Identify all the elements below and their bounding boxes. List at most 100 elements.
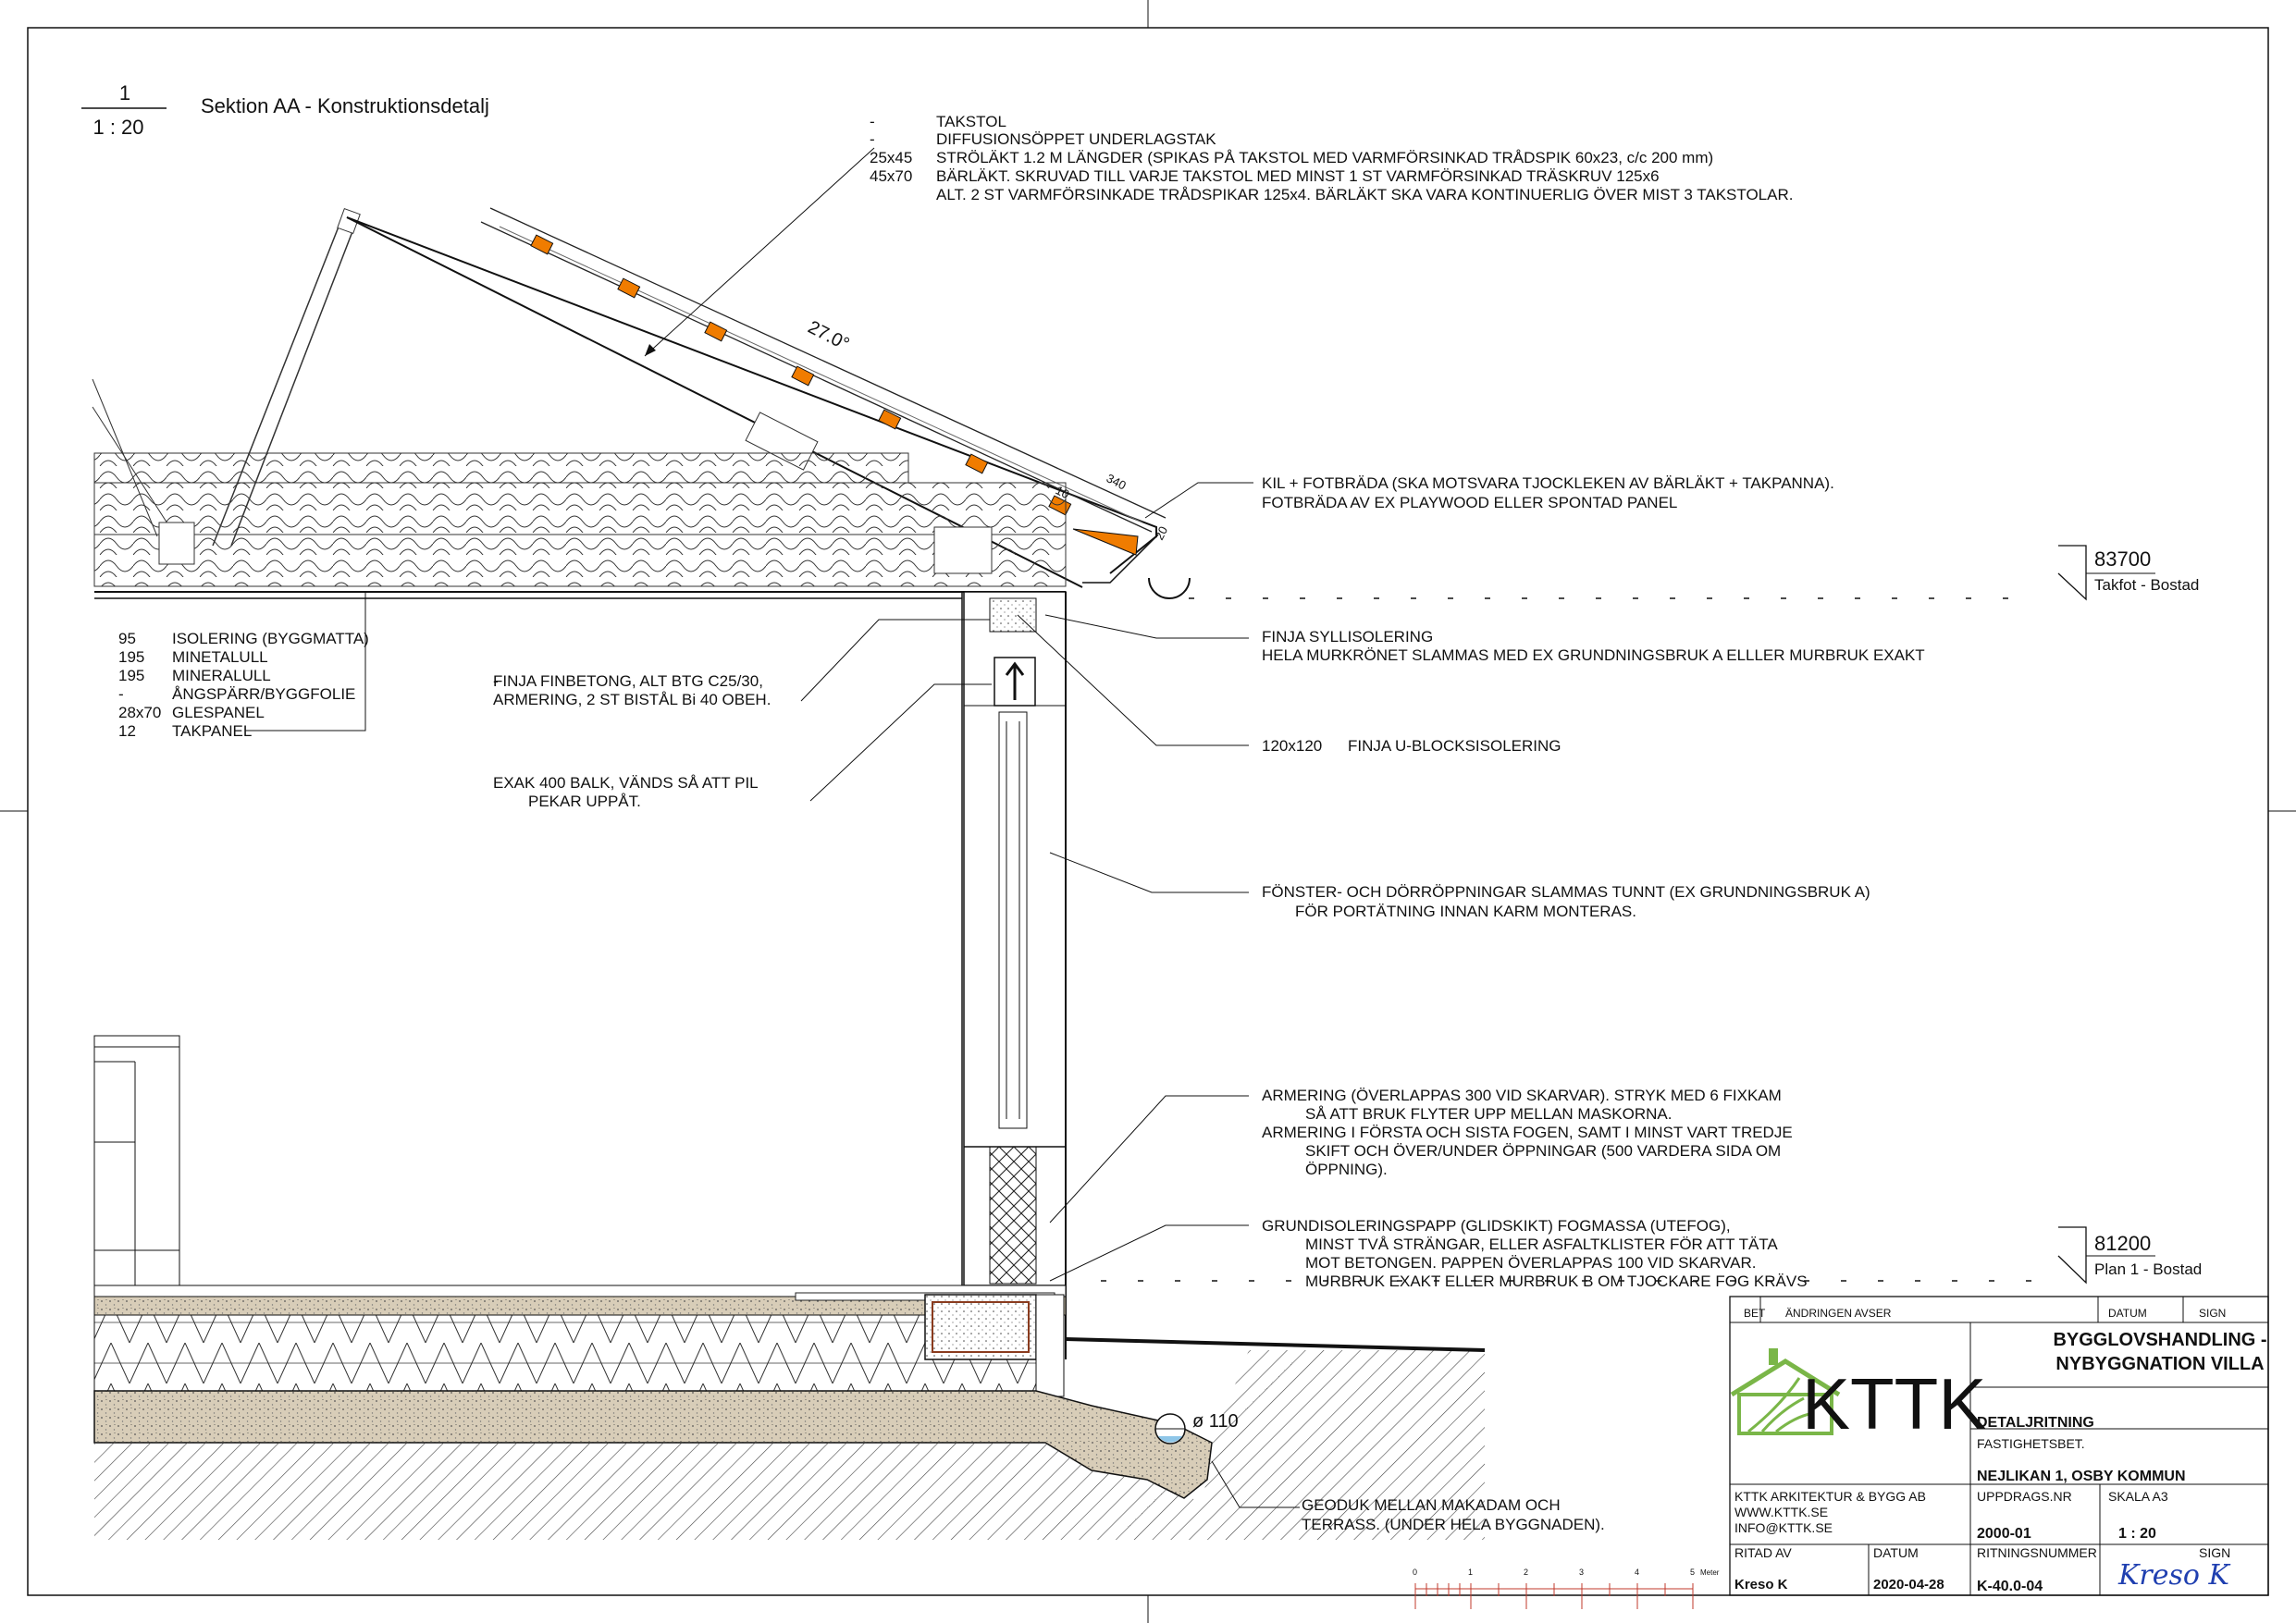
dim-10: 10	[1054, 483, 1072, 501]
svg-text:FINJA FINBETONG, ALT BTG C25/3: FINJA FINBETONG, ALT BTG C25/30,	[493, 672, 763, 690]
svg-text:ARMERING (ÖVERLAPPAS 300 VID S: ARMERING (ÖVERLAPPAS 300 VID SKARVAR). S…	[1262, 1087, 1782, 1104]
svg-text:EXAK 400 BALK, VÄNDS SÅ ATT PI: EXAK 400 BALK, VÄNDS SÅ ATT PIL	[493, 774, 759, 792]
finbetong-note: FINJA FINBETONG, ALT BTG C25/30, ARMERIN…	[493, 619, 990, 708]
svg-text:4: 4	[1635, 1568, 1639, 1577]
svg-text:K-40.0-04: K-40.0-04	[1977, 1579, 2043, 1594]
title-block	[1729, 1296, 2269, 1596]
drain-label: ø 110	[1192, 1411, 1239, 1432]
papp-note: GRUNDISOLERINGSPAPP (GLIDSKIKT) FOGMASSA…	[1049, 1217, 1808, 1290]
svg-text:5: 5	[1690, 1568, 1695, 1577]
window-note: FÖNSTER- OCH DÖRRÖPPNINGAR SLAMMAS TUNNT…	[1049, 852, 1870, 920]
svg-text:-: -	[493, 672, 499, 690]
svg-text:ÖPPNING).: ÖPPNING).	[1305, 1161, 1388, 1178]
project-title: BYGGLOVSHANDLING -	[2053, 1330, 2266, 1350]
svg-text:WWW.KTTK.SE: WWW.KTTK.SE	[1734, 1505, 1828, 1519]
svg-text:DETALJRITNING: DETALJRITNING	[1977, 1415, 2094, 1431]
svg-text:FINJA SYLLISOLERING: FINJA SYLLISOLERING	[1262, 628, 1433, 646]
svg-text:BÄRLÄKT. SKRUVAD TILL VARJE TA: BÄRLÄKT. SKRUVAD TILL VARJE TAKSTOL MED …	[936, 167, 1660, 185]
svg-text:KTTK ARKITEKTUR & BYGG AB: KTTK ARKITEKTUR & BYGG AB	[1734, 1489, 1926, 1504]
svg-text:2000-01: 2000-01	[1977, 1526, 2031, 1542]
level-marker-plan1: 81200 Plan 1 - Bostad	[2057, 1226, 2202, 1285]
detail-header: 1 1 : 20 Sektion AA - Konstruktionsdetal…	[81, 81, 489, 139]
svg-text:ARMERING I FÖRSTA OCH SISTA FO: ARMERING I FÖRSTA OCH SISTA FOGEN, SAMT …	[1262, 1124, 1793, 1141]
svg-text:195: 195	[118, 667, 144, 684]
svg-text:SKALA A3: SKALA A3	[2108, 1489, 2168, 1504]
svg-text:-: -	[870, 113, 875, 130]
svg-text:28x70: 28x70	[118, 704, 161, 721]
svg-text:HELA MURKRÖNET SLAMMAS MED EX: HELA MURKRÖNET SLAMMAS MED EX GRUNDNINGS…	[1262, 646, 1925, 664]
level-label: Takfot - Bostad	[2094, 576, 2199, 594]
svg-text:MURBRUK EXAKT ELLER MURBRUK B: MURBRUK EXAKT ELLER MURBRUK B OM TJOCKAR…	[1305, 1273, 1808, 1290]
logo-text: KTTK	[1802, 1363, 1986, 1445]
svg-text:SIGN: SIGN	[2199, 1307, 2226, 1320]
svg-text:DATUM: DATUM	[2108, 1307, 2147, 1320]
svg-text:-: -	[118, 685, 124, 703]
geoduk-note: GEODUK MELLAN MAKADAM OCH TERRASS. (UNDE…	[1211, 1460, 1605, 1533]
svg-text:MOT BETONGEN. PAPPEN ÖVERLAPPA: MOT BETONGEN. PAPPEN ÖVERLAPPAS 100 VID …	[1305, 1254, 1757, 1272]
svg-text:FÖR PORTÄTNING INNAN KARM MONT: FÖR PORTÄTNING INNAN KARM MONTERAS.	[1295, 903, 1636, 920]
detail-scale: 1 : 20	[93, 116, 143, 139]
kttk-logo: KTTK	[1730, 1348, 1986, 1445]
svg-text:45x70: 45x70	[870, 167, 912, 185]
svg-text:ISOLERING (BYGGMATTA): ISOLERING (BYGGMATTA)	[172, 630, 369, 647]
svg-text:MINETALULL: MINETALULL	[172, 648, 268, 666]
svg-text:25x45: 25x45	[870, 149, 912, 166]
svg-text:RITNINGSNUMMER: RITNINGSNUMMER	[1977, 1545, 2097, 1560]
svg-text:SIGN: SIGN	[2199, 1545, 2230, 1560]
level-lines	[1101, 597, 2035, 1282]
svg-text:2020-04-28: 2020-04-28	[1873, 1577, 1944, 1592]
svg-text:FOTBRÄDA AV EX PLAYWOOD ELLER: FOTBRÄDA AV EX PLAYWOOD ELLER SPONTAD PA…	[1262, 494, 1677, 511]
svg-text:195: 195	[118, 648, 144, 666]
svg-text:Kreso K: Kreso K	[1734, 1577, 1788, 1592]
svg-text:GRUNDISOLERINGSPAPP (GLIDSKIKT: GRUNDISOLERINGSPAPP (GLIDSKIKT) FOGMASSA…	[1262, 1217, 1731, 1235]
svg-text:Meter: Meter	[1700, 1568, 1720, 1577]
fotbrada-note: KIL + FOTBRÄDA (SKA MOTSVARA TJOCKLEKEN …	[1144, 474, 1834, 519]
svg-text:2: 2	[1524, 1568, 1528, 1577]
svg-text:PEKAR UPPÅT.: PEKAR UPPÅT.	[528, 793, 641, 810]
detail-number: 1	[119, 81, 130, 105]
svg-text:FÖNSTER- OCH DÖRRÖPPNINGAR SLA: FÖNSTER- OCH DÖRRÖPPNINGAR SLAMMAS TUNNT…	[1262, 883, 1870, 901]
signature: Kreso K	[2117, 1559, 2231, 1592]
svg-text:TAKPANEL: TAKPANEL	[172, 722, 252, 740]
svg-text:INFO@KTTK.SE: INFO@KTTK.SE	[1734, 1520, 1833, 1535]
dim-340: 340	[1105, 471, 1129, 492]
svg-text:SKIFT OCH ÖVER/UNDER ÖPPNINGAR: SKIFT OCH ÖVER/UNDER ÖPPNINGAR (500 VARD…	[1305, 1142, 1781, 1160]
svg-text:ARMERING, 2 ST BISTÅL Bi 40 OB: ARMERING, 2 ST BISTÅL Bi 40 OBEH.	[493, 691, 771, 708]
svg-text:GEODUK MELLAN MAKADAM OCH: GEODUK MELLAN MAKADAM OCH	[1302, 1496, 1561, 1514]
svg-text:KIL + FOTBRÄDA (SKA MOTSVARA T: KIL + FOTBRÄDA (SKA MOTSVARA TJOCKLEKEN …	[1262, 474, 1834, 492]
svg-text:3: 3	[1579, 1568, 1584, 1577]
svg-text:1: 1	[1468, 1568, 1473, 1577]
svg-text:MINST TVÅ STRÄNGAR, ELLER ASFA: MINST TVÅ STRÄNGAR, ELLER ASFALTKLISTER …	[1305, 1236, 1778, 1253]
sylli-note: FINJA SYLLISOLERING HELA MURKRÖNET SLAMM…	[1044, 614, 1925, 664]
dim-20: 20	[1152, 524, 1170, 543]
svg-text:FASTIGHETSBET.: FASTIGHETSBET.	[1977, 1436, 2085, 1451]
title-block-text: BET ÄNDRINGEN AVSER DATUM SIGN BYGGLOVSH…	[1734, 1307, 2267, 1594]
svg-text:NEJLIKAN 1, OSBY KOMMUN: NEJLIKAN 1, OSBY KOMMUN	[1977, 1469, 2186, 1484]
level-value: 81200	[2094, 1232, 2151, 1255]
exterior-wall	[93, 591, 1486, 1540]
level-value: 83700	[2094, 547, 2151, 571]
svg-text:DIFFUSIONSÖPPET UNDERLAGSTAK: DIFFUSIONSÖPPET UNDERLAGSTAK	[936, 130, 1216, 148]
svg-text:FINJA U-BLOCKSISOLERING: FINJA U-BLOCKSISOLERING	[1348, 737, 1562, 755]
ceiling-insulation	[93, 452, 1067, 599]
level-label: Plan 1 - Bostad	[2094, 1260, 2202, 1278]
armering-note: ARMERING (ÖVERLAPPAS 300 VID SKARVAR). S…	[1049, 1087, 1793, 1223]
project-subtitle: NYBYGGNATION VILLA	[2055, 1354, 2264, 1374]
svg-text:0: 0	[1413, 1568, 1417, 1577]
svg-text:95: 95	[118, 630, 136, 647]
svg-text:12: 12	[118, 722, 136, 740]
ceiling-layers-note: 95 ISOLERING (BYGGMATTA) 195 MINETALULL …	[118, 592, 369, 740]
svg-text:MINERALULL: MINERALULL	[172, 667, 271, 684]
svg-text:GLESPANEL: GLESPANEL	[172, 704, 265, 721]
roof-angle: 27.0°	[805, 317, 853, 355]
svg-text:RITAD AV: RITAD AV	[1734, 1545, 1792, 1560]
svg-text:1 : 20: 1 : 20	[2118, 1526, 2156, 1542]
balk-note: EXAK 400 BALK, VÄNDS SÅ ATT PIL PEKAR UP…	[493, 683, 992, 810]
svg-text:BET: BET	[1744, 1307, 1766, 1320]
detail-title: Sektion AA - Konstruktionsdetalj	[201, 94, 489, 117]
svg-text:STRÖLÄKT 1.2 M LÄNGDER (SPIKAS: STRÖLÄKT 1.2 M LÄNGDER (SPIKAS PÅ TAKSTO…	[936, 149, 1713, 166]
svg-text:SÅ ATT BRUK FLYTER UPP MELLAN: SÅ ATT BRUK FLYTER UPP MELLAN MASKORNA.	[1305, 1105, 1672, 1123]
svg-text:ÄNDRINGEN AVSER: ÄNDRINGEN AVSER	[1785, 1307, 1892, 1320]
